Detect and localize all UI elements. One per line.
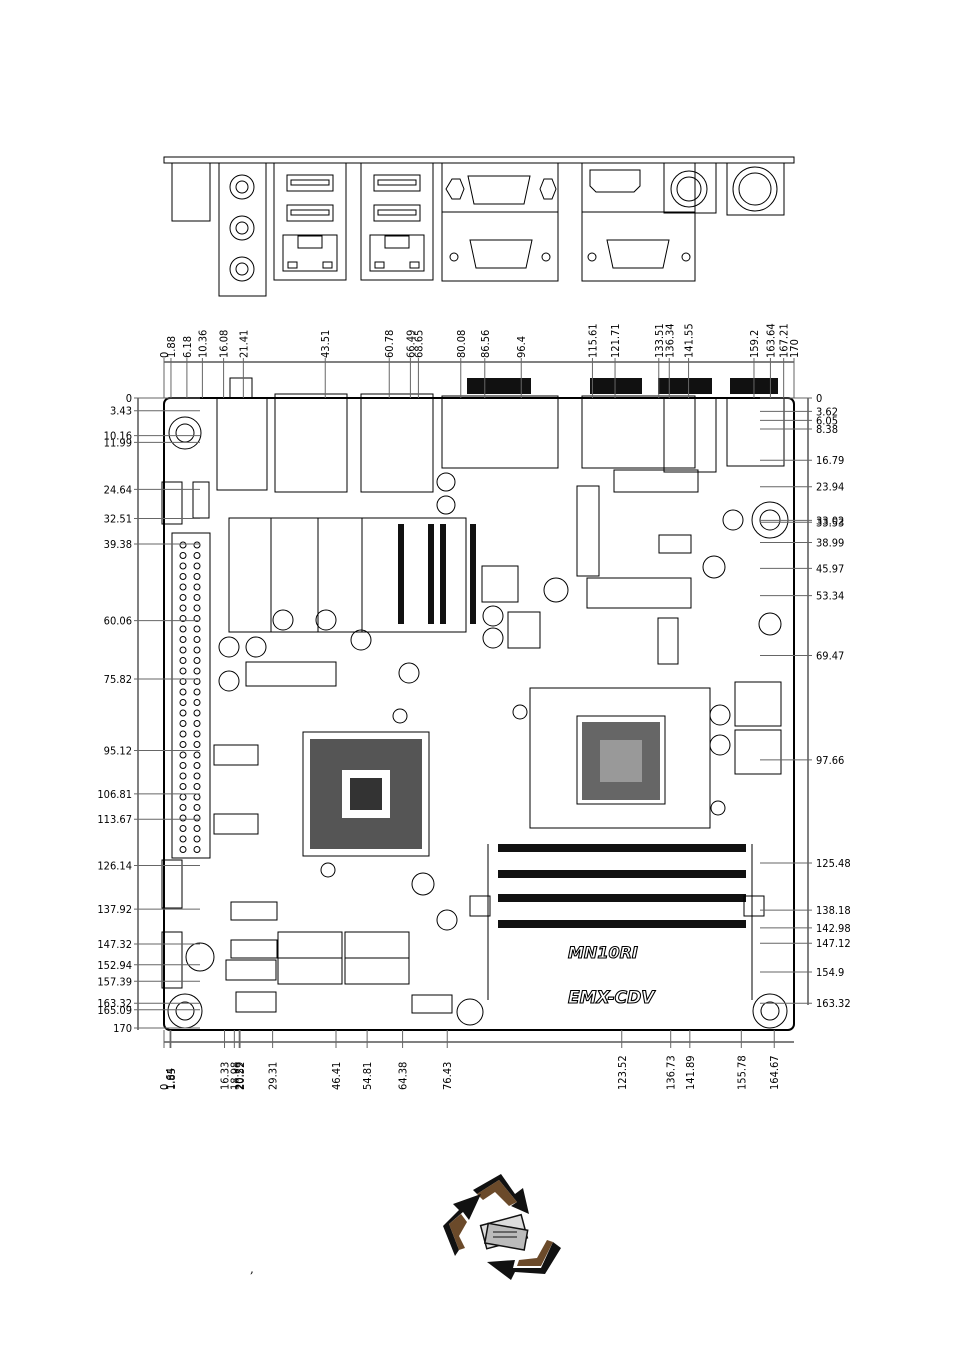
dim-label: 3.62 <box>816 405 838 418</box>
dim-label: 170 <box>788 339 801 358</box>
dim-label: 137.92 <box>97 903 132 916</box>
dim-label: 0 <box>816 392 822 405</box>
dim-label: 20.52 <box>234 1062 247 1090</box>
ram-slots <box>469 844 765 1000</box>
dim-label: 64.38 <box>397 1062 410 1090</box>
sodimm-strips <box>398 524 476 624</box>
dim-label: 0 <box>158 1084 171 1090</box>
dim-label: 43.51 <box>319 330 332 358</box>
io-bracket <box>163 156 795 297</box>
dim-label: 16.79 <box>816 454 844 467</box>
dim-label: 21.41 <box>237 330 250 358</box>
dim-label: 16.33 <box>219 1062 232 1090</box>
dim-label: 170 <box>113 1022 132 1035</box>
dim-label: 113.67 <box>97 813 132 826</box>
footer-mark: , <box>250 1262 254 1276</box>
dim-label: 165.09 <box>97 1004 132 1017</box>
dim-label: 20.29 <box>233 1062 246 1090</box>
dim-label: 16.08 <box>218 330 231 358</box>
dim-label: 141.89 <box>684 1055 697 1090</box>
dim-label: 123.52 <box>616 1055 629 1090</box>
dim-label: 97.66 <box>816 754 844 767</box>
northbridge-bga <box>302 708 430 878</box>
dimension-lines <box>134 358 812 1048</box>
dim-label: 80.08 <box>455 330 468 358</box>
dim-label: 147.12 <box>816 937 851 950</box>
dim-label: 24.64 <box>104 483 132 496</box>
dim-label: 6.18 <box>181 336 194 358</box>
dim-label: 136.34 <box>663 323 676 358</box>
dim-label: 6.05 <box>816 414 838 427</box>
dim-label: 60.06 <box>104 615 132 628</box>
dim-label: 39.38 <box>104 538 132 551</box>
dim-label: 54.81 <box>361 1062 374 1090</box>
dim-label: 1.88 <box>165 336 178 358</box>
dim-label: 75.82 <box>104 673 132 686</box>
dim-label: 142.98 <box>816 922 851 935</box>
dim-label: 133.51 <box>653 323 666 358</box>
dim-label: 121.71 <box>609 323 622 358</box>
dim-label: 33.53 <box>816 516 844 529</box>
dim-label: 53.34 <box>816 590 844 603</box>
model-label-a: MN10RI <box>568 943 638 962</box>
dim-label: 33.02 <box>816 514 844 527</box>
dim-label: 141.55 <box>683 323 696 358</box>
dim-label: 46.41 <box>330 1062 343 1090</box>
dim-label: 136.73 <box>665 1055 678 1090</box>
recycle-icon <box>443 1174 561 1280</box>
dim-label: 23.94 <box>816 481 844 494</box>
dim-label: 1.85 <box>165 1068 178 1090</box>
dim-label: 138.18 <box>816 904 851 917</box>
board-outline <box>163 377 795 1031</box>
dim-label: 95.12 <box>104 745 132 758</box>
dim-label: 159.2 <box>748 330 761 358</box>
dim-label: 0 <box>126 392 132 405</box>
dim-label: 167.21 <box>778 323 791 358</box>
dim-label: 154.9 <box>816 966 844 979</box>
dim-label: 1.64 <box>164 1068 177 1090</box>
dim-label: 106.81 <box>97 788 132 801</box>
dim-label: 0 <box>158 352 171 358</box>
dim-label: 10.16 <box>104 430 132 443</box>
dim-label: 115.61 <box>586 323 599 358</box>
dim-label: 32.51 <box>104 512 132 525</box>
dim-label: 29.31 <box>267 1062 280 1090</box>
dim-label: 69.47 <box>816 649 844 662</box>
cpu-socket <box>512 687 726 829</box>
dim-label: 125.48 <box>816 857 851 870</box>
dim-label: 163.32 <box>816 997 851 1010</box>
headers <box>161 469 782 1014</box>
dim-label: 96.4 <box>515 336 528 358</box>
dim-label: 157.39 <box>97 975 132 988</box>
dim-label: 163.32 <box>97 997 132 1010</box>
dim-label: 163.64 <box>764 323 777 358</box>
dim-label: 76.43 <box>441 1062 454 1090</box>
model-label-b: EMX-CDV <box>568 988 656 1008</box>
dim-label: 38.99 <box>816 536 844 549</box>
dim-label: 68.65 <box>412 330 425 358</box>
dim-label: 164.67 <box>768 1055 781 1090</box>
dim-label: 86.56 <box>479 330 492 358</box>
dim-label: 11.99 <box>104 436 132 449</box>
dim-label: 60.78 <box>383 330 396 358</box>
dim-label: 10.36 <box>196 330 209 358</box>
dim-label: 126.14 <box>97 859 132 872</box>
dim-label: 155.78 <box>735 1055 748 1090</box>
dim-label: 8.38 <box>816 423 838 436</box>
dim-label: 3.43 <box>110 405 132 418</box>
ide-header <box>171 532 211 859</box>
dim-label: 147.32 <box>97 938 132 951</box>
dim-label: 66.49 <box>404 330 417 358</box>
dim-label: 45.97 <box>816 562 844 575</box>
dim-label: 18.98 <box>228 1062 241 1090</box>
dim-label: 152.94 <box>97 959 132 972</box>
mounting-holes <box>167 416 789 1029</box>
